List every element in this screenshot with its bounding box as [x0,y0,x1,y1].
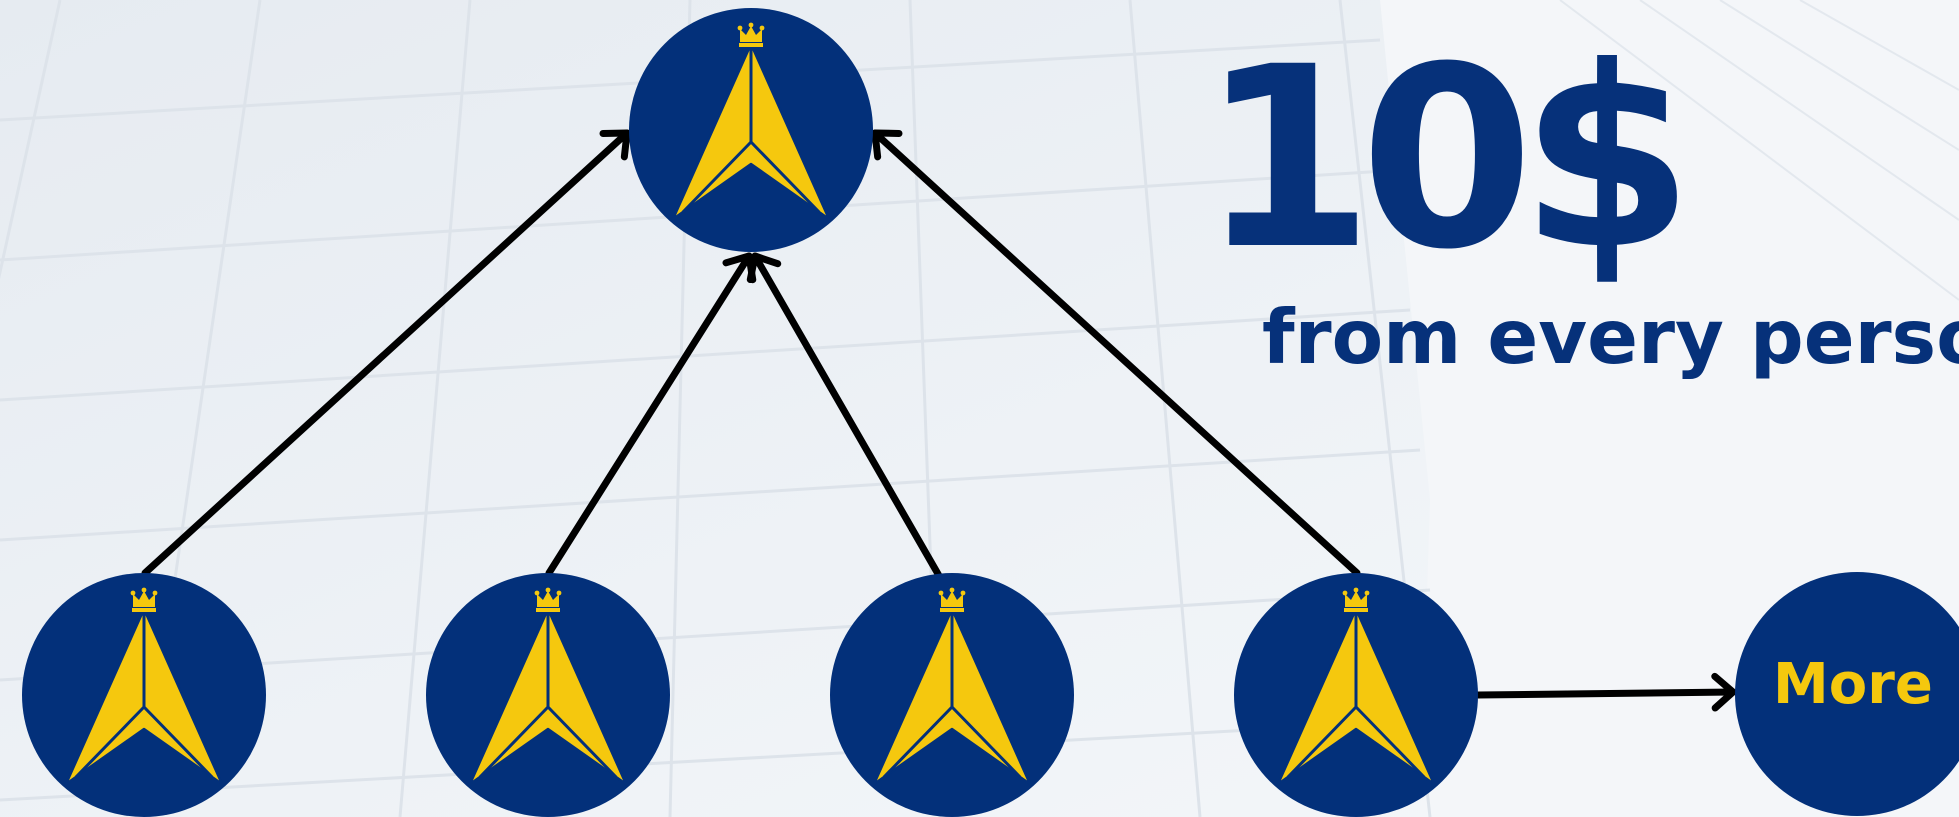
crown-icon [938,587,966,612]
arrow-bottom-4-to-more [1474,672,1737,712]
crowned-arrow-logo-icon [64,587,224,786]
node-bottom-1 [22,573,266,817]
crown-icon [737,22,765,47]
arrowhead [746,252,782,284]
crowned-arrow-logo-icon [671,22,831,221]
connector-arrows [141,129,1737,712]
arrowhead [871,129,903,161]
arrowhead [599,129,631,161]
arrow-bottom-3-to-top [746,252,957,604]
node-bottom-3 [830,573,1074,817]
arrowhead [1711,672,1737,712]
node-top [629,8,873,252]
price-tagline: from every person [1262,293,1959,381]
member-nodes [22,8,1478,817]
crown-icon [130,587,158,612]
node-bottom-4 [1234,573,1478,817]
crowned-arrow-logo-icon [1276,587,1436,786]
node-bottom-2 [426,573,670,817]
more-button-label: More [1773,652,1933,717]
crown-icon [534,587,562,612]
arrow-bottom-4-to-top [871,129,1361,577]
arrow-bottom-1-to-top [141,129,631,577]
price-heading: 10$ [1200,13,1694,304]
more-button[interactable] [1735,572,1959,816]
crown-icon [1342,587,1370,612]
crowned-arrow-logo-icon [468,587,628,786]
crowned-arrow-logo-icon [872,587,1032,786]
